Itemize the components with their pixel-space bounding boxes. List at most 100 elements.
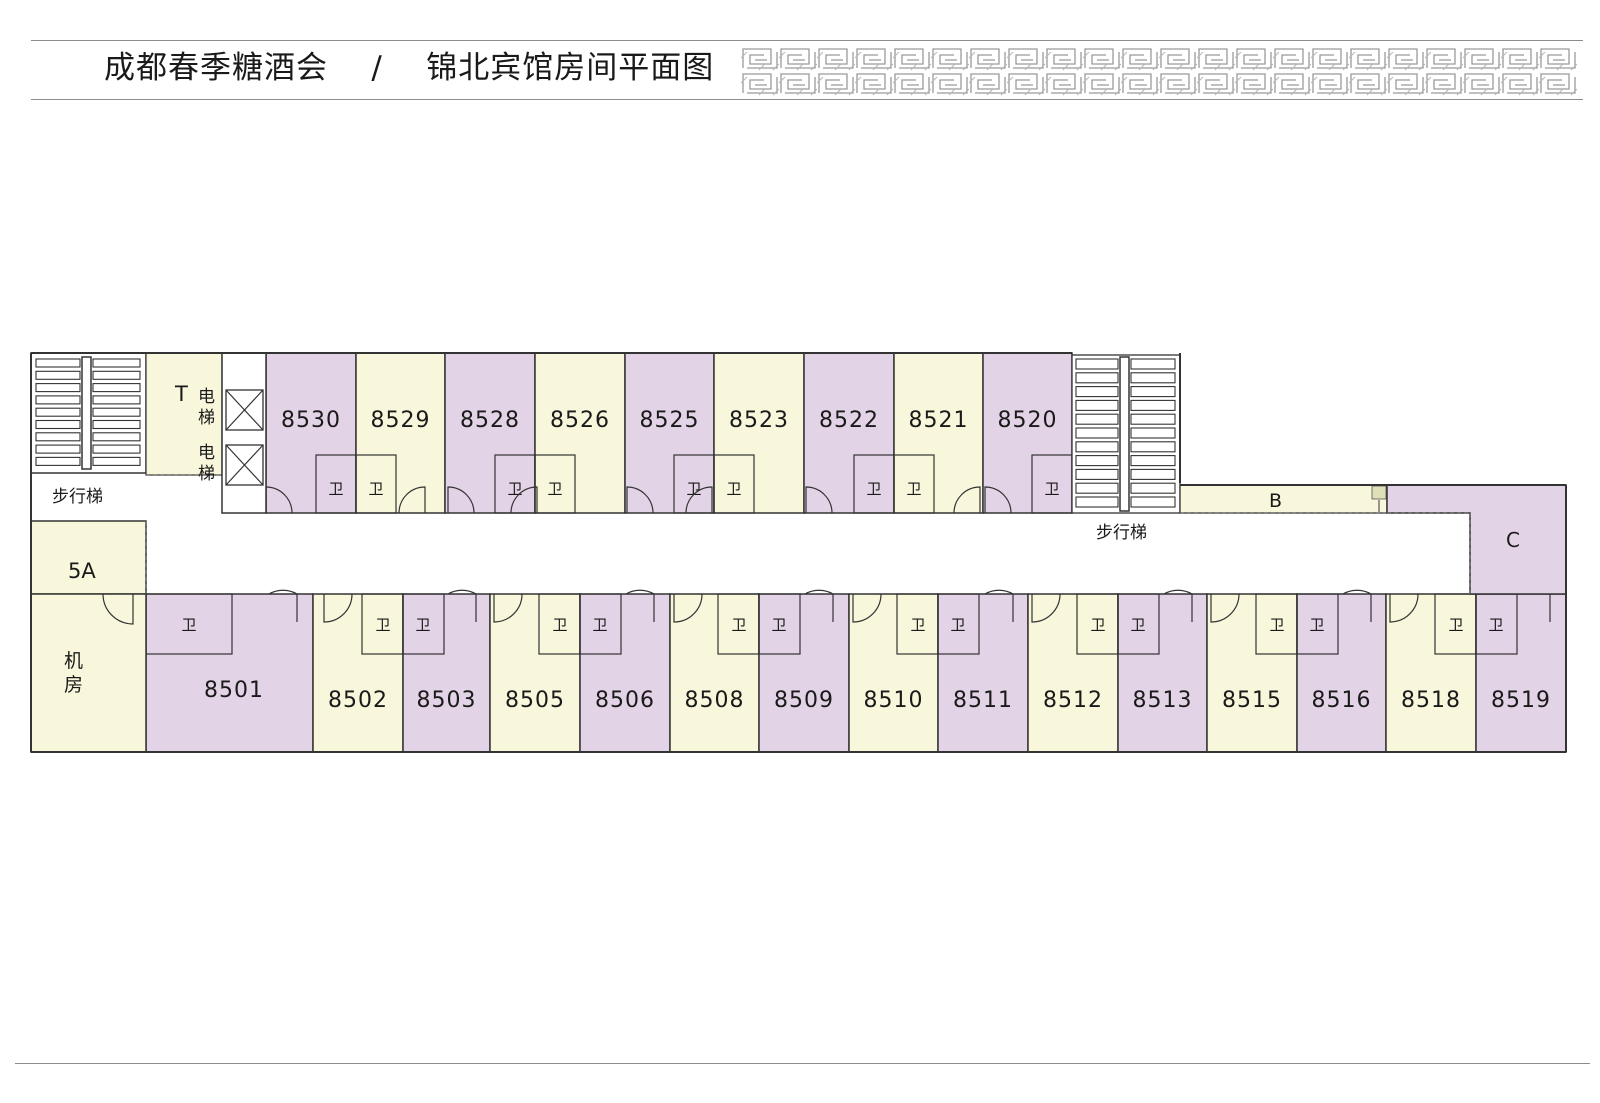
room-number-8515: 8515 — [1222, 688, 1282, 713]
bathroom-label: 卫 — [1488, 616, 1503, 634]
left-stairwell: 步行梯 — [30, 352, 147, 507]
decorative-fret-pattern — [741, 46, 1577, 96]
door-swing-icon — [805, 486, 833, 514]
room-number-8523: 8523 — [729, 408, 789, 433]
page-title: 成都春季糖酒会 / 锦北宾馆房间平面图 — [104, 50, 715, 86]
room-8506 — [579, 593, 671, 753]
door-swing-icon — [984, 486, 1012, 514]
utility-box-icon — [1371, 485, 1387, 500]
elevator-shaft-1 — [225, 389, 264, 431]
room-number-8513: 8513 — [1133, 688, 1193, 713]
elevator-shaft-2 — [225, 444, 264, 486]
machine-room: 机 房 — [30, 593, 147, 753]
door-swing-icon — [268, 589, 298, 622]
room-8528 — [444, 352, 536, 514]
elevator-label-2b: 梯 — [198, 464, 215, 484]
door-swing-icon — [625, 589, 655, 622]
header-bottom-rule — [31, 99, 1583, 100]
bathroom-label: 卫 — [686, 480, 701, 498]
room-8501 — [145, 593, 314, 753]
bathroom-label: 卫 — [1309, 616, 1324, 634]
door-swing-icon — [447, 486, 475, 514]
bathroom-label: 卫 — [1269, 616, 1284, 634]
door-swing-icon — [852, 593, 882, 623]
bathroom-label: 卫 — [910, 616, 925, 634]
elevator-label-2a: 电 — [198, 443, 215, 463]
room-number-8526: 8526 — [550, 408, 610, 433]
door-swing-icon — [626, 486, 654, 514]
corridor — [146, 512, 1470, 594]
door-swing-icon — [493, 593, 523, 623]
door-swing-icon — [1210, 593, 1240, 623]
room-8520 — [982, 352, 1073, 514]
room-number-8512: 8512 — [1043, 688, 1103, 713]
room-number-8502: 8502 — [328, 688, 388, 713]
room-number-8528: 8528 — [460, 408, 520, 433]
room-8529 — [355, 352, 446, 514]
bathroom-label: 卫 — [181, 616, 196, 634]
room-t-label: T — [174, 382, 188, 406]
bathroom-label: 卫 — [1130, 616, 1145, 634]
room-8523 — [713, 352, 805, 514]
room-b-label: B — [1269, 490, 1282, 512]
bathroom-label: 卫 — [368, 480, 383, 498]
bathroom-label: 卫 — [1448, 616, 1463, 634]
right-stairwell: 步行梯 — [1071, 353, 1181, 543]
room-number-8511: 8511 — [953, 688, 1013, 713]
room-8509 — [758, 593, 850, 753]
room-number-8506: 8506 — [595, 688, 655, 713]
bathroom-label: 卫 — [415, 616, 430, 634]
bathroom-label: 卫 — [328, 480, 343, 498]
door-swing-icon — [447, 589, 477, 622]
stair-right-label: 步行梯 — [1096, 523, 1147, 543]
elevator-label-1a: 电 — [198, 387, 215, 407]
page-header: 成都春季糖酒会 / 锦北宾馆房间平面图 — [0, 0, 1600, 110]
header-top-rule — [31, 40, 1583, 41]
door-swing-icon — [673, 593, 703, 623]
bathroom-label: 卫 — [547, 480, 562, 498]
door-swing-icon — [1031, 593, 1061, 623]
room-number-8516: 8516 — [1312, 688, 1372, 713]
room-number-8505: 8505 — [505, 688, 565, 713]
door-swing-icon — [102, 593, 134, 625]
bathroom-label: 卫 — [592, 616, 607, 634]
room-8502 — [312, 593, 404, 753]
footer-rule — [15, 1063, 1590, 1064]
room-8525 — [624, 352, 715, 514]
room-number-8530: 8530 — [281, 408, 341, 433]
elevator-lobby: T 电 梯 电 梯 — [145, 352, 267, 514]
bathroom-label: 卫 — [1044, 480, 1059, 498]
door-swing-icon — [953, 486, 981, 514]
door-swing-icon — [323, 593, 353, 623]
room-8521 — [893, 352, 984, 514]
machine-room-label-1: 机 — [64, 650, 83, 672]
bathroom-label: 卫 — [507, 480, 522, 498]
door-swing-icon — [685, 486, 713, 514]
room-number-8520: 8520 — [998, 408, 1058, 433]
door-swing-icon — [984, 589, 1014, 622]
machine-room-label-2: 房 — [64, 674, 83, 696]
room-number-8521: 8521 — [909, 408, 969, 433]
room-number-8525: 8525 — [640, 408, 700, 433]
room-number-8503: 8503 — [417, 688, 477, 713]
bathroom-label: 卫 — [552, 616, 567, 634]
room-8526 — [534, 352, 626, 514]
bathroom-label: 卫 — [731, 616, 746, 634]
door-swing-icon — [1342, 589, 1372, 622]
bathroom-label: 卫 — [906, 480, 921, 498]
room-8513 — [1117, 593, 1208, 753]
bathroom-label: 卫 — [375, 616, 390, 634]
stair-left-label: 步行梯 — [52, 487, 103, 507]
bathroom-label: 卫 — [726, 480, 741, 498]
door-swing-icon — [1389, 593, 1419, 623]
room-8522 — [803, 352, 895, 514]
bathroom-label: 卫 — [866, 480, 881, 498]
elevator-label-1b: 梯 — [198, 408, 215, 428]
room-number-8522: 8522 — [819, 408, 879, 433]
bathroom-label: 卫 — [771, 616, 786, 634]
door-swing-icon — [398, 486, 426, 514]
bathroom-label: 卫 — [1090, 616, 1105, 634]
door-swing-icon — [1163, 589, 1193, 622]
